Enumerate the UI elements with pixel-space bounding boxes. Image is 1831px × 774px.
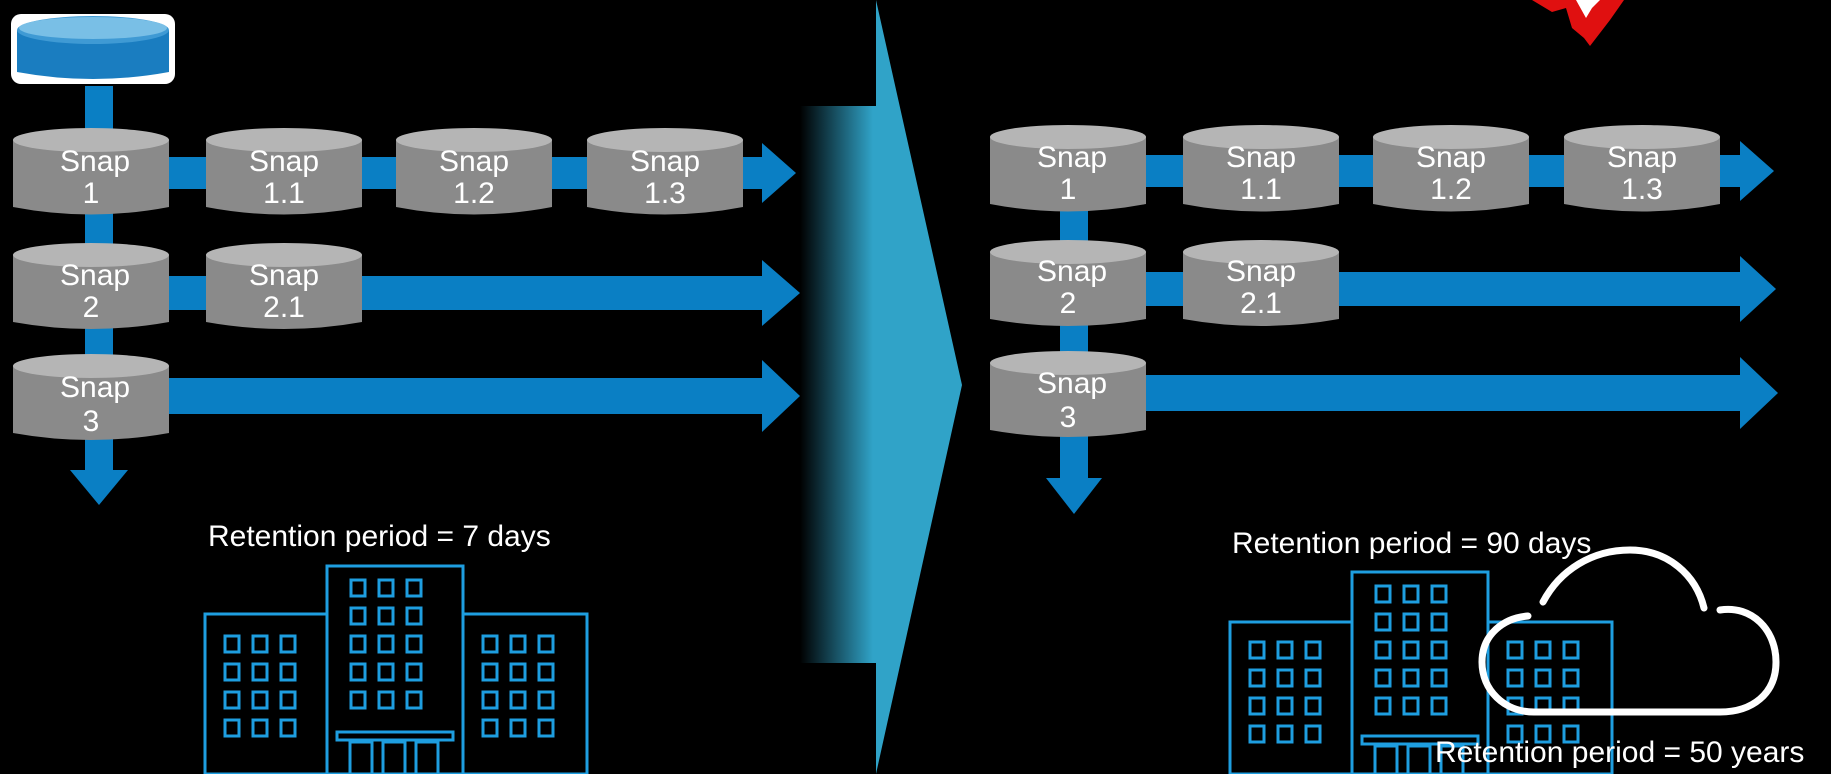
right-branch-3-arrowhead — [1740, 357, 1778, 429]
left-snap-1-number: 1 — [82, 177, 100, 210]
right-snap-2-1-number: 2.1 — [1240, 287, 1282, 320]
right-branch-3-line — [1128, 375, 1742, 411]
right-snap-1-2-label: Snap 1.2 — [1411, 142, 1491, 206]
left-branch-2-arrowhead — [762, 260, 800, 326]
right-snap-2-label: Snap 2 — [1037, 255, 1108, 320]
right-snap-2-1-label: Snap 2.1 — [1221, 256, 1301, 320]
source-volume-icon — [11, 14, 175, 84]
left-snap-2-1-disk — [206, 243, 362, 329]
left-trunk-arrowhead — [70, 470, 128, 505]
left-snap-1-1-disk — [206, 128, 362, 215]
left-snap-1-2-label: Snap 1.2 — [434, 146, 514, 210]
left-snap-1-3-number: 1.3 — [644, 177, 686, 210]
right-snap-1-3-number: 1.3 — [1621, 173, 1663, 206]
left-snap-1-2-disk — [396, 128, 552, 215]
left-retention-label: Retention period = 7 days — [208, 520, 551, 553]
right-snap-2-number: 2 — [1059, 287, 1077, 320]
left-snap-1-1-number: 1.1 — [263, 177, 305, 210]
right-snap-1-label: Snap 1 — [1037, 141, 1108, 206]
left-snap-3-number: 3 — [82, 405, 100, 438]
right-snap-2-title: Snap — [1037, 255, 1108, 288]
right-snap-1-3-label: Snap 1.3 — [1602, 142, 1682, 206]
right-snap-3-title: Snap — [1037, 367, 1108, 400]
right-snap-2-1-disk — [1183, 240, 1339, 326]
left-snap-2-disk — [13, 243, 169, 329]
right-snap-2-1-title: Snap — [1225, 255, 1297, 288]
left-snap-1-3-disk — [587, 128, 743, 215]
right-snap-1-1-title: Snap — [1225, 141, 1297, 174]
left-snap-2-1-title: Snap — [248, 259, 320, 292]
right-snap-1-1-number: 1.1 — [1240, 173, 1282, 206]
right-snap-3-disk — [990, 351, 1146, 437]
right-datacenter-building-icon — [1228, 570, 1614, 774]
cloud-icon — [1478, 546, 1780, 716]
right-snap-1-1-label: Snap 1.1 — [1221, 142, 1301, 206]
right-retention-label: Retention period = 90 days — [1232, 527, 1592, 560]
right-branch-2-arrowhead — [1740, 256, 1776, 322]
right-snap-1-2-disk — [1373, 125, 1529, 212]
left-snap-2-label: Snap 2 — [60, 259, 131, 324]
right-snap-1-1-disk — [1183, 125, 1339, 212]
right-branch-1-arrowhead — [1740, 141, 1774, 201]
left-branch-1-arrowhead — [762, 143, 796, 203]
right-snap-1-number: 1 — [1059, 173, 1077, 206]
right-snap-1-3-disk — [1564, 125, 1720, 212]
left-snap-2-1-label: Snap 2.1 — [244, 260, 324, 324]
left-datacenter-building-icon — [203, 564, 589, 774]
right-snapshot-tree — [990, 125, 1780, 774]
right-snap-1-disk — [990, 125, 1146, 212]
left-snap-2-number: 2 — [82, 291, 100, 324]
right-snap-3-number: 3 — [1059, 401, 1077, 434]
right-trunk-arrowhead — [1046, 478, 1102, 514]
left-branch-3-line — [150, 378, 764, 414]
left-snap-1-3-label: Snap 1.3 — [625, 146, 705, 210]
left-snapshot-tree — [11, 14, 800, 774]
left-snap-1-disk — [13, 128, 169, 215]
left-snap-1-2-number: 1.2 — [453, 177, 495, 210]
left-snap-1-label: Snap 1 — [60, 145, 131, 210]
left-snap-1-2-title: Snap — [438, 145, 510, 178]
left-snap-1-3-title: Snap — [629, 145, 701, 178]
left-snap-2-1-number: 2.1 — [263, 291, 305, 324]
left-branch-3-arrowhead — [762, 360, 800, 432]
left-snap-3-disk — [13, 354, 169, 440]
transition-arrow — [800, 0, 962, 774]
right-snap-1-title: Snap — [1037, 141, 1108, 174]
right-snap-2-disk — [990, 240, 1146, 326]
right-snap-1-2-title: Snap — [1415, 141, 1487, 174]
right-snap-1-3-title: Snap — [1606, 141, 1678, 174]
left-snap-2-title: Snap — [60, 259, 131, 292]
left-snap-3-title: Snap — [60, 371, 131, 404]
right-snap-3-label: Snap 3 — [1037, 367, 1108, 435]
corner-logo-mark — [1532, 0, 1624, 46]
cloud-retention-label: Retention period = 50 years — [1435, 736, 1805, 769]
left-snap-1-1-label: Snap 1.1 — [244, 146, 324, 210]
left-snap-1-title: Snap — [60, 145, 131, 178]
right-snap-1-2-number: 1.2 — [1430, 173, 1472, 206]
left-snap-3-label: Snap 3 — [60, 371, 131, 439]
left-snap-1-1-title: Snap — [248, 145, 320, 178]
